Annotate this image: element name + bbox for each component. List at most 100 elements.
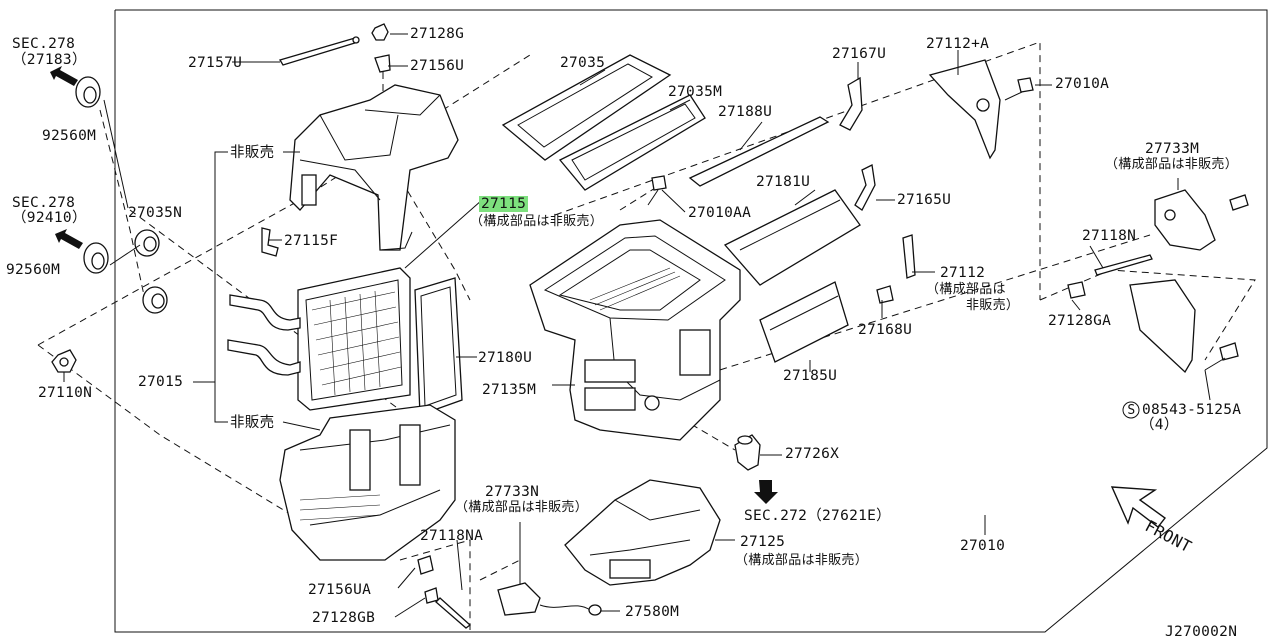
guide-left-main: [37, 54, 531, 346]
label-sec278-27183-line1[interactable]: SEC.278: [12, 36, 76, 52]
bracket-27015: [214, 151, 228, 423]
label-hanbai-lower: 非販売: [230, 415, 275, 431]
label-27115[interactable]: 27115: [479, 196, 529, 212]
panel-27181U: [723, 189, 861, 286]
label-27112A[interactable]: 27112+A: [926, 36, 990, 52]
lower-case: [279, 404, 456, 561]
guide-right-top: [554, 41, 1041, 300]
label-27118N[interactable]: 27118N: [1082, 228, 1137, 244]
clip-27128GA: [1067, 281, 1086, 299]
label-92560M-lower[interactable]: 92560M: [6, 262, 61, 278]
front-arrow: [1110, 486, 1166, 528]
motor-27733N: [497, 582, 602, 616]
label-27181U[interactable]: 27181U: [756, 174, 811, 190]
label-27015[interactable]: 27015: [138, 374, 184, 390]
diagram-id: J270002N: [1165, 624, 1238, 640]
grommet-92560M-lower: [83, 242, 109, 274]
label-27185U[interactable]: 27185U: [783, 368, 838, 384]
leader-lines: [63, 33, 1211, 618]
label-27156U[interactable]: 27156U: [410, 58, 465, 74]
label-27168U[interactable]: 27168U: [858, 322, 913, 338]
label-27112-note-line2: 非販売）: [966, 298, 1020, 313]
label-27128G[interactable]: 27128G: [410, 26, 465, 42]
clip-27156UA: [417, 555, 434, 575]
rod-27118NA: [435, 597, 472, 629]
label-92560M-upper[interactable]: 92560M: [42, 128, 97, 144]
label-27128GB[interactable]: 27128GB: [312, 610, 376, 626]
label-27156UA[interactable]: 27156UA: [308, 582, 372, 598]
clip-27128GB: [424, 587, 439, 604]
arrow-sec-27621E: [754, 480, 778, 504]
label-27115-note: （構成部品は非販売）: [470, 214, 604, 229]
lever-27168U: [876, 285, 894, 304]
label-27188U[interactable]: 27188U: [718, 104, 773, 120]
label-27167U[interactable]: 27167U: [832, 46, 887, 62]
label-27135M[interactable]: 27135M: [482, 382, 537, 398]
label-27112[interactable]: 27112: [940, 265, 986, 281]
lever-27167U: [839, 76, 863, 131]
diagram-frame: [114, 9, 1268, 633]
label-27580M[interactable]: 27580M: [625, 604, 680, 620]
link-27115F: [261, 227, 279, 257]
rod-27157U: [279, 36, 360, 66]
label-27112-note-line1: （構成部品は: [926, 282, 1006, 297]
label-27010[interactable]: 27010: [960, 538, 1006, 554]
seal-27188U: [688, 116, 830, 187]
drain-27726X: [734, 434, 761, 471]
filter-27180U: [414, 277, 463, 416]
label-27733M[interactable]: 27733M: [1145, 141, 1200, 157]
case-27135M: [529, 219, 741, 441]
label-27180U[interactable]: 27180U: [478, 350, 533, 366]
guide-center: [382, 149, 471, 301]
actuator-27733M: [1154, 189, 1249, 251]
arrow-sec-27183: [50, 66, 78, 86]
circle-s: [1122, 401, 1140, 419]
label-27157U[interactable]: 27157U: [188, 55, 243, 71]
label-sec278-92410-line2[interactable]: （92410）: [12, 210, 87, 226]
label-08543-5125A[interactable]: 08543-5125A: [1142, 402, 1242, 418]
label-27035M[interactable]: 27035M: [668, 84, 723, 100]
rod-27118N: [1094, 254, 1153, 276]
label-27118NA[interactable]: 27118NA: [420, 528, 484, 544]
guide-screws: [99, 109, 146, 301]
label-sec278-92410-line1[interactable]: SEC.278: [12, 195, 76, 211]
label-27733M-note: （構成部品は非販売）: [1105, 157, 1239, 172]
filter-27035: [501, 54, 672, 161]
label-27010AA[interactable]: 27010AA: [688, 205, 752, 221]
evaporator-core: [227, 267, 411, 411]
guide-bottom: [399, 539, 471, 630]
label-27035[interactable]: 27035: [560, 55, 606, 71]
label-sec272-27621E[interactable]: SEC.272（27621E）: [744, 508, 891, 524]
label-27733N[interactable]: 27733N: [485, 484, 540, 500]
upper-case: [289, 84, 459, 251]
label-27035N[interactable]: 27035N: [128, 205, 183, 221]
grommet-92560M-upper: [75, 76, 101, 108]
guide-left-lower: [37, 344, 301, 521]
clip-27128G: [371, 23, 389, 41]
lever-27112: [902, 234, 916, 279]
label-27010A[interactable]: 27010A: [1055, 76, 1110, 92]
arrow-sec-92410: [55, 229, 83, 249]
case-27125: [564, 479, 721, 586]
actuator-27112A: [928, 59, 1001, 160]
grommet-27035N: [134, 229, 168, 314]
label-sec278-27183-line2[interactable]: （27183）: [12, 52, 87, 68]
label-27128GA[interactable]: 27128GA: [1048, 313, 1112, 329]
clip-27156U: [374, 54, 391, 73]
label-27125[interactable]: 27125: [740, 534, 786, 550]
nut-27110N: [51, 349, 77, 373]
screw-27010A: [1004, 77, 1034, 101]
label-27115F[interactable]: 27115F: [284, 233, 339, 249]
label-27733N-note: （構成部品は非販売）: [455, 500, 589, 515]
label-27110N[interactable]: 27110N: [38, 385, 93, 401]
label-27165U[interactable]: 27165U: [897, 192, 952, 208]
lever-27165U: [854, 164, 876, 211]
label-hanbai-upper: 非販売: [230, 145, 275, 161]
label-27726X[interactable]: 27726X: [785, 446, 840, 462]
label-08543-qty: （4）: [1140, 417, 1179, 433]
bracket-lower-right: [1129, 279, 1239, 374]
bolt-27010AA: [647, 175, 667, 206]
guide-right-mid: [639, 234, 1151, 396]
